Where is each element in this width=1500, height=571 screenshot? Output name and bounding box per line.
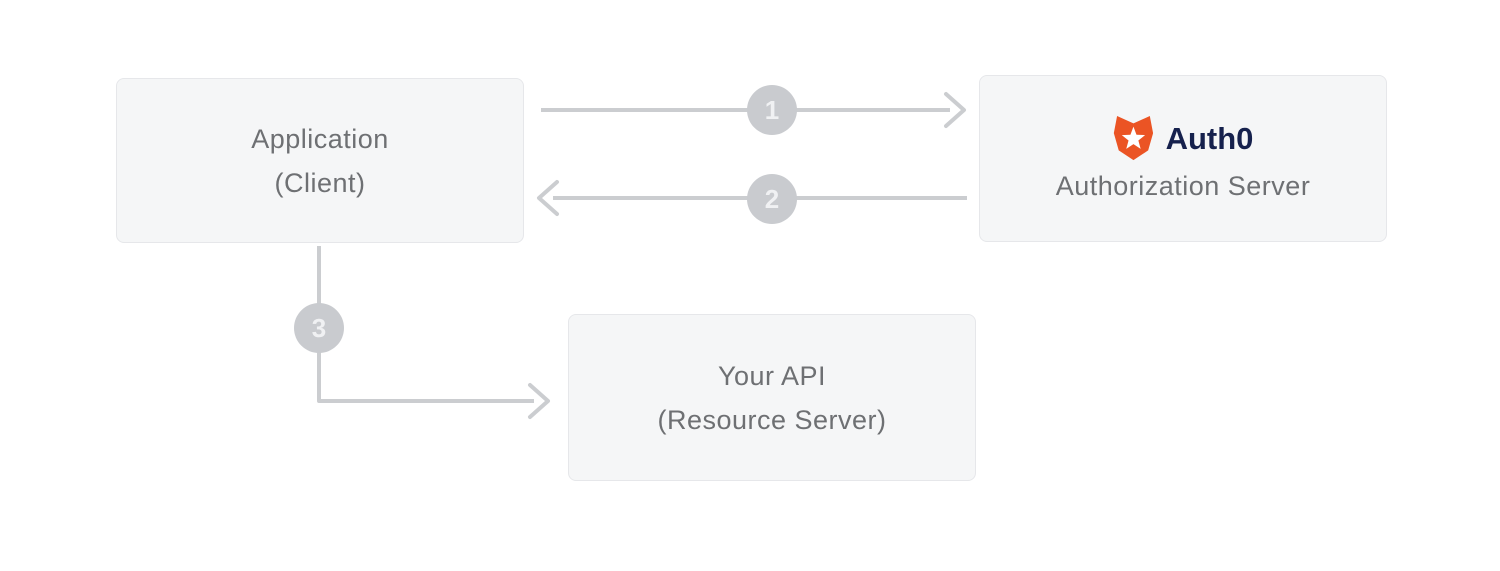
auth0-wordmark: Auth0 [1165, 121, 1254, 156]
auth0-logo: Auth0 [1113, 115, 1254, 163]
node-application: Application (Client) [116, 78, 524, 243]
node-application-title: Application [251, 123, 389, 154]
step-badge-1: 1 [747, 85, 797, 135]
auth0-shield-icon [1113, 116, 1154, 161]
arrow-step-1 [541, 92, 966, 128]
arrow-step-3 [317, 246, 550, 419]
node-authorization-server-label: Authorization Server [1055, 170, 1311, 201]
node-authorization-server: Auth0 Authorization Server [979, 75, 1387, 242]
step-badge-3: 3 [294, 303, 344, 353]
node-your-api: Your API (Resource Server) [568, 314, 976, 481]
step-badge-2: 2 [747, 174, 797, 224]
node-application-subtitle: (Client) [274, 167, 366, 198]
node-your-api-title: Your API [717, 360, 827, 391]
node-your-api-subtitle: (Resource Server) [657, 404, 887, 435]
